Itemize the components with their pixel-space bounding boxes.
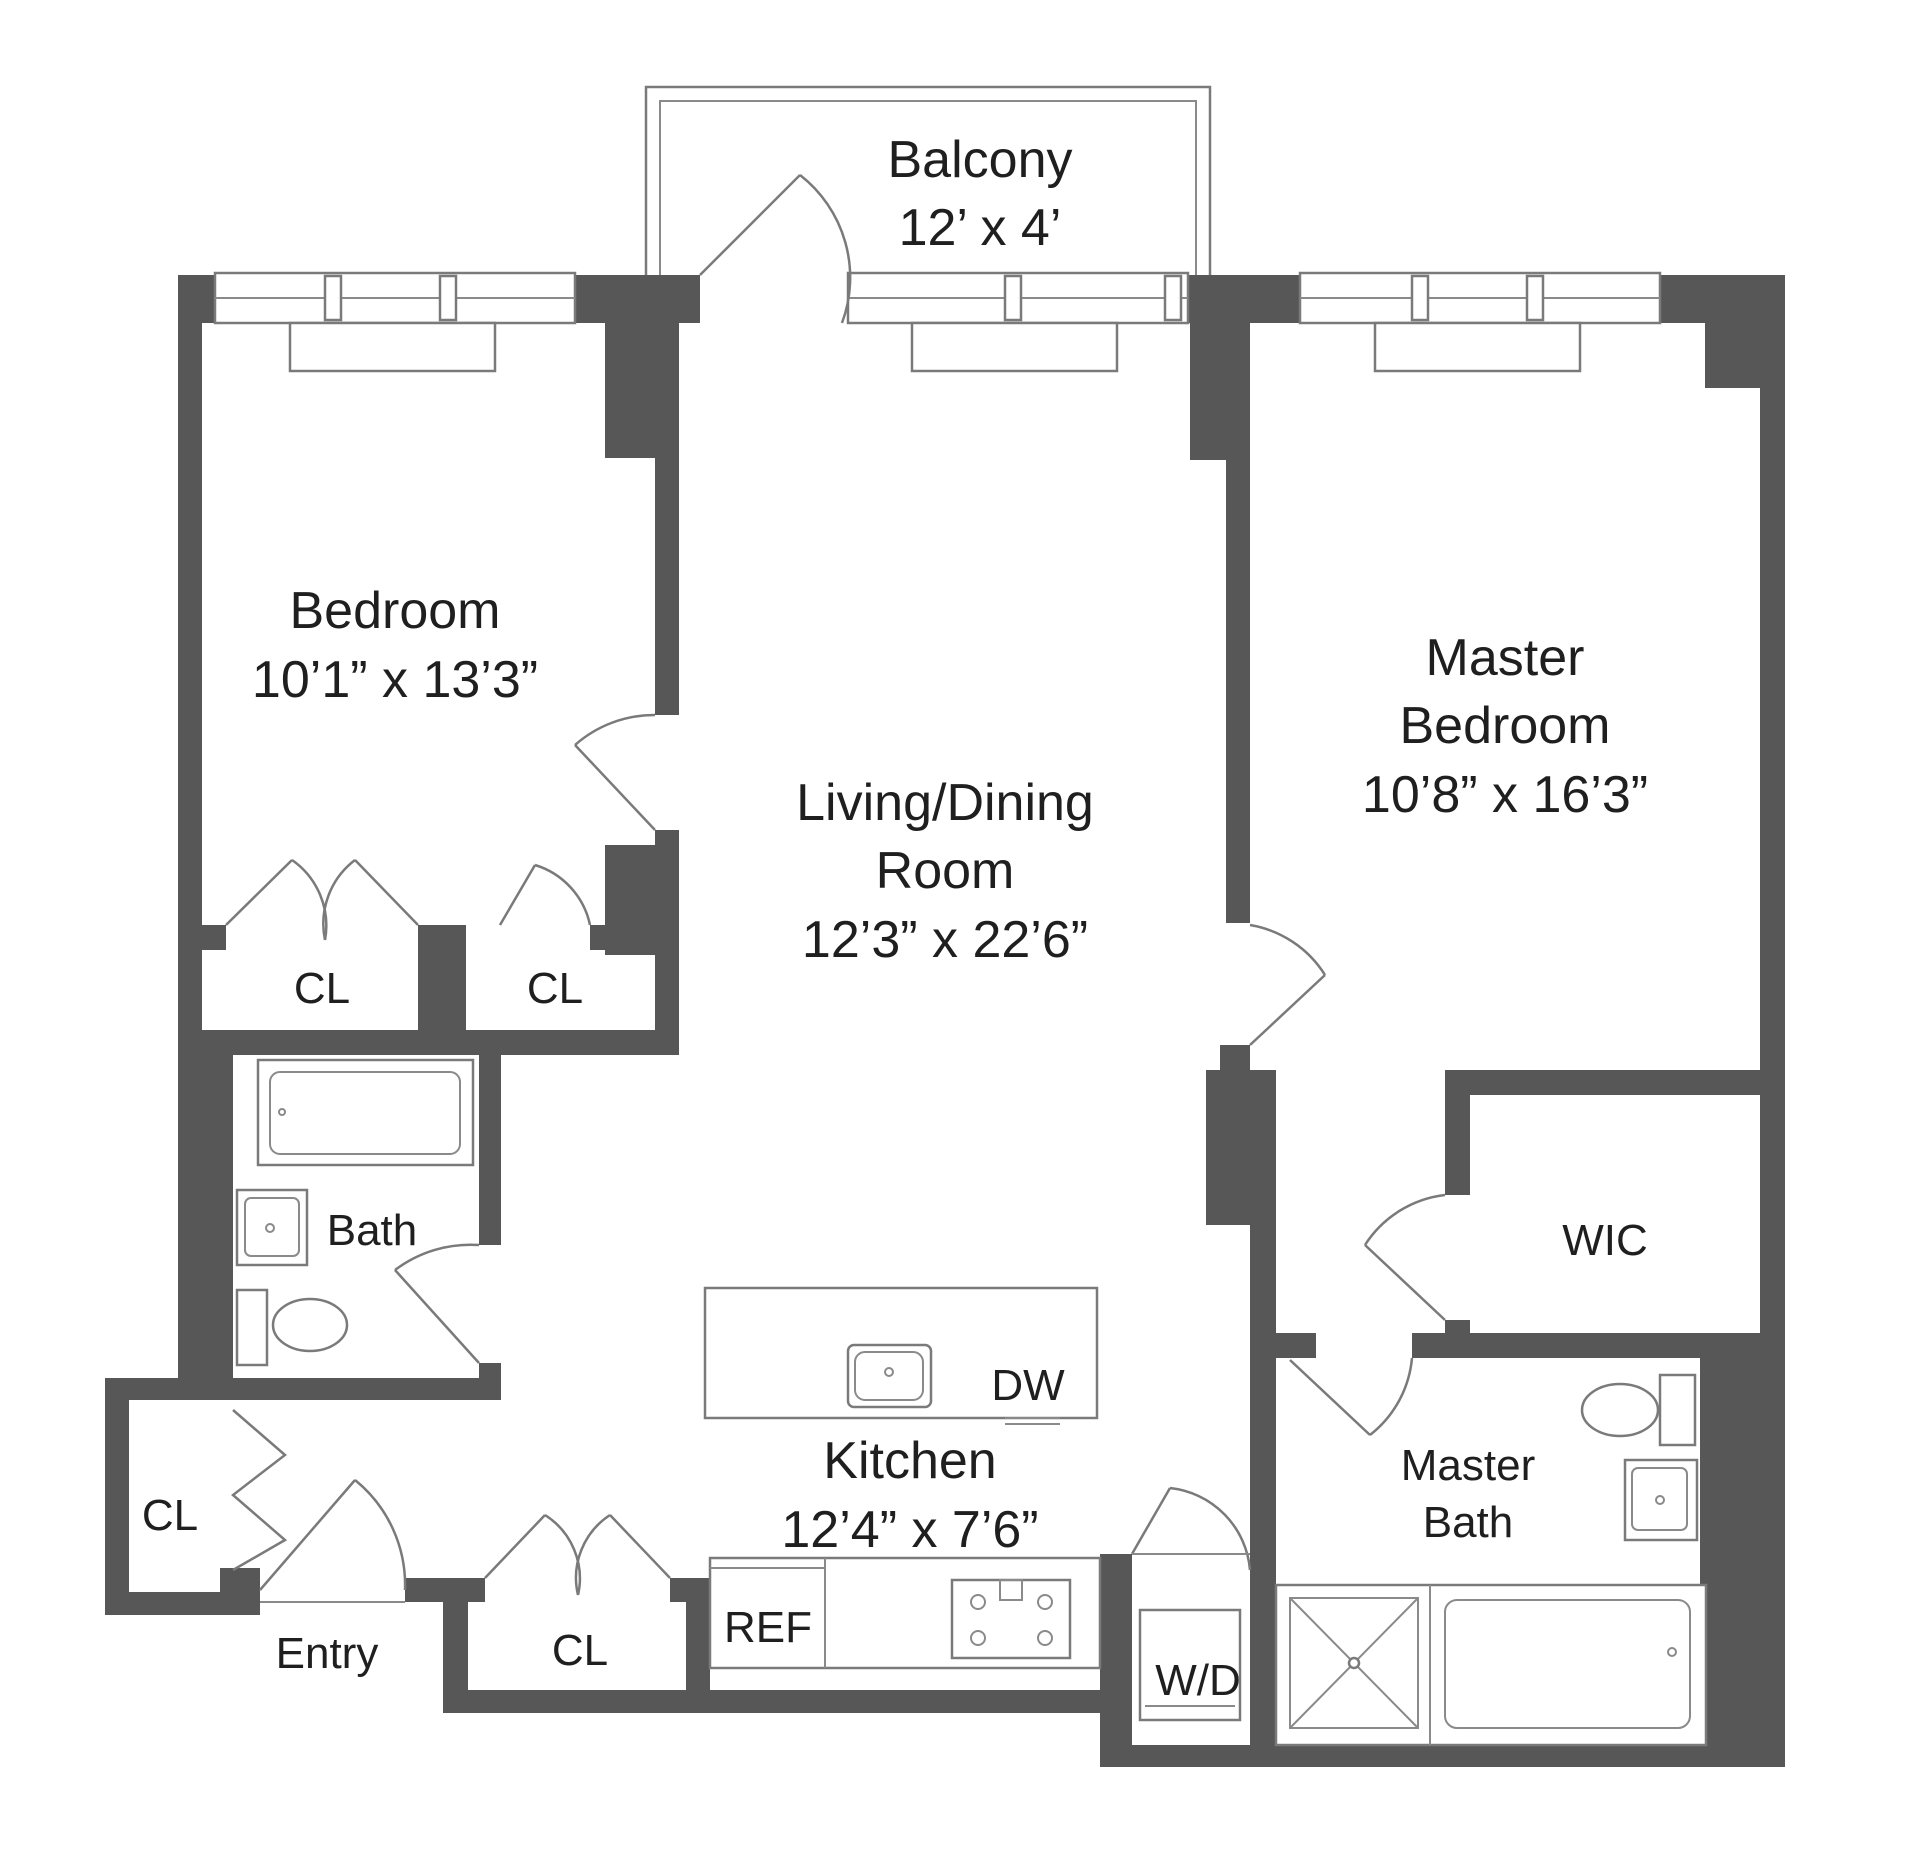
living-label-line2: Room <box>876 842 1015 900</box>
doors <box>225 174 1446 1603</box>
wic-label: WIC <box>1562 1216 1648 1265</box>
entry-label: Entry <box>276 1629 379 1678</box>
balcony-label: Balcony <box>888 131 1073 189</box>
walls <box>105 275 1785 1767</box>
kitchen-label: Kitchen <box>823 1432 996 1490</box>
master-label-line2: Bedroom <box>1400 697 1611 755</box>
washer-dryer-label: W/D <box>1155 1656 1241 1705</box>
dishwasher-label: DW <box>991 1361 1065 1410</box>
kitchen-dims: 12’4” x 7’6” <box>781 1501 1038 1559</box>
living-label-line1: Living/Dining <box>796 774 1094 832</box>
master-bath-label-line2: Bath <box>1423 1498 1514 1547</box>
master-dims: 10’8” x 16’3” <box>1362 766 1648 824</box>
master-bath-label-line1: Master <box>1401 1441 1535 1490</box>
closet-label: CL <box>294 964 350 1013</box>
bedroom-label: Bedroom <box>290 582 501 640</box>
labels: Balcony 12’ x 4’ Bedroom 10’1” x 13’3” L… <box>142 131 1648 1705</box>
master-label-line1: Master <box>1426 629 1585 687</box>
balcony-dims: 12’ x 4’ <box>899 199 1062 257</box>
windows <box>213 271 1662 373</box>
closet-label: CL <box>142 1491 198 1540</box>
closet-label: CL <box>527 964 583 1013</box>
refrigerator-label: REF <box>724 1603 812 1652</box>
closet-label: CL <box>552 1626 608 1675</box>
fixtures <box>235 1058 1708 1747</box>
bath-label: Bath <box>327 1206 418 1255</box>
living-dims: 12’3” x 22’6” <box>802 911 1088 969</box>
balcony <box>644 85 1212 275</box>
bedroom-dims: 10’1” x 13’3” <box>252 651 538 709</box>
